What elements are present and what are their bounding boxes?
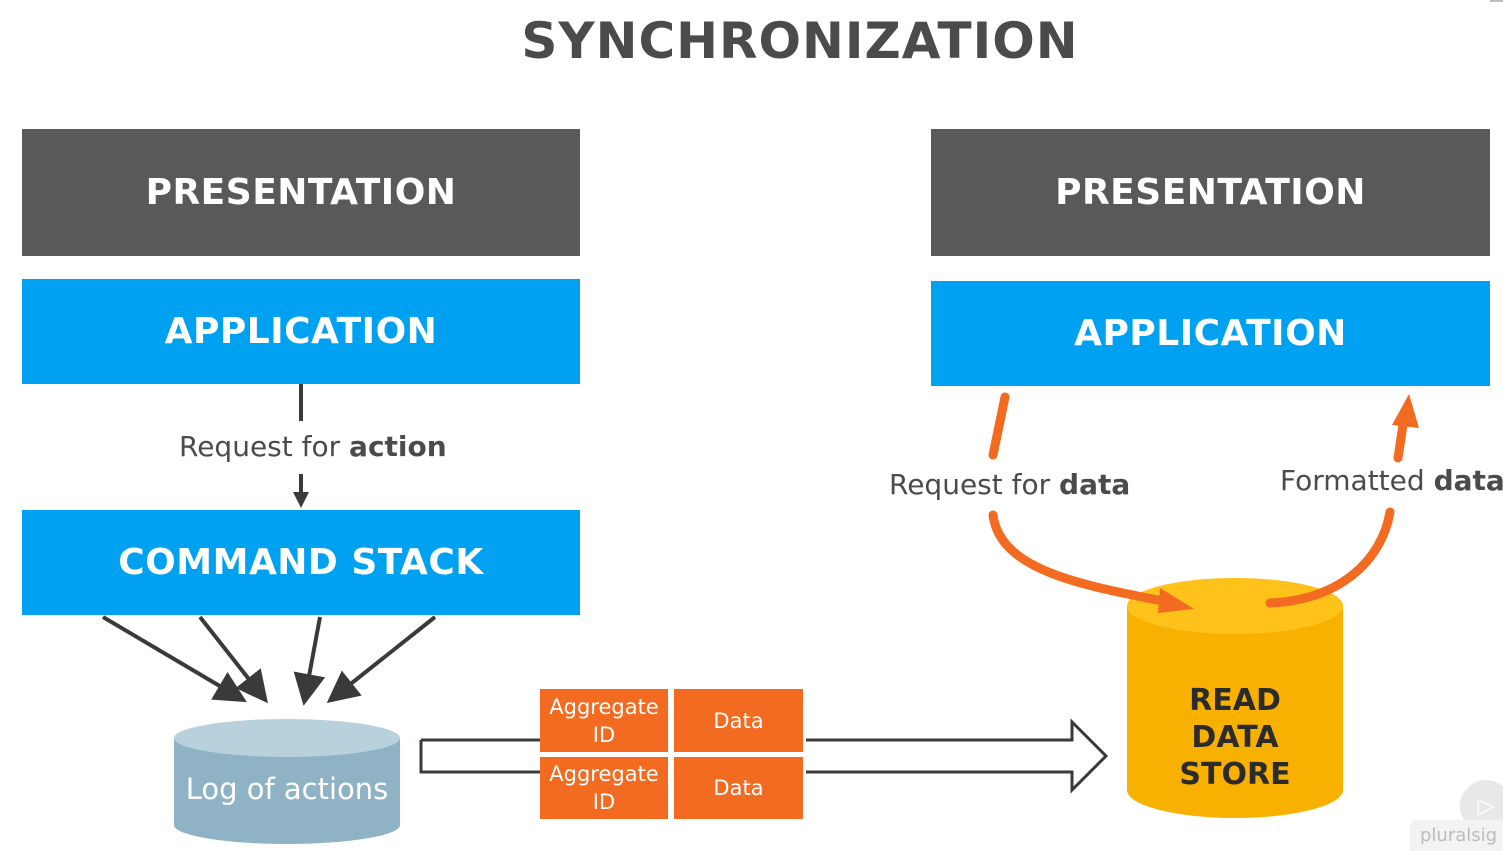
sync-hollow-arrow [806,718,1109,794]
store-line-data: DATA [1191,720,1279,755]
diagram-title: SYNCHRONIZATION [521,12,1079,70]
id-word: ID [592,722,616,747]
right-presentation-layer: PRESENTATION [931,129,1490,256]
request-data-arrow-upper [988,392,1010,460]
request-data-prefix: Request for [889,468,1051,501]
pluralsight-logo: pluralsig [1410,820,1503,851]
orange-flow-arrows [988,392,1409,608]
formatted-data-label: Formatted data [1280,464,1503,497]
aggregate-word: Aggregate [549,694,659,719]
command-to-log-arrows [101,615,437,706]
log-to-events-connector [419,738,540,774]
event-data-2: Data [674,757,803,819]
log-arrow-3 [293,616,326,706]
request-action-label: Request for action [179,430,447,463]
aggregate-word: Aggregate [549,762,659,786]
log-arrow-1 [101,615,247,703]
request-action-arrowhead [293,492,309,508]
request-action-prefix: Request for [179,430,341,463]
store-line-store: STORE [1179,757,1291,792]
read-store-cylinder [1127,578,1343,818]
command-stack-layer: COMMAND STACK [22,510,580,615]
log-arrow-4 [326,615,437,703]
formatted-data-arrowhead [1392,394,1419,428]
request-data-arrow-lower [988,510,1173,607]
right-application-layer: APPLICATION [931,281,1490,386]
left-presentation-layer: PRESENTATION [22,129,580,256]
formatted-data-prefix: Formatted [1280,464,1425,497]
request-data-label: Request for data [889,468,1130,501]
formatted-data-keyword: data [1433,464,1503,497]
id-word: ID [592,790,616,814]
request-action-keyword: action [349,430,447,463]
request-data-arrowhead [1158,588,1194,613]
store-line-read: READ [1189,683,1281,718]
log-cylinder [174,719,400,844]
window-corner-mark [1490,0,1503,2]
formatted-data-arrow-lower [1265,507,1395,608]
read-data-store-label: READ DATA STORE [1127,682,1343,793]
event-data-1: Data [674,689,803,752]
left-application-layer: APPLICATION [22,279,580,384]
log-of-actions-label: Log of actions [185,772,389,806]
request-data-keyword: data [1059,468,1131,501]
log-arrow-2 [198,615,268,704]
